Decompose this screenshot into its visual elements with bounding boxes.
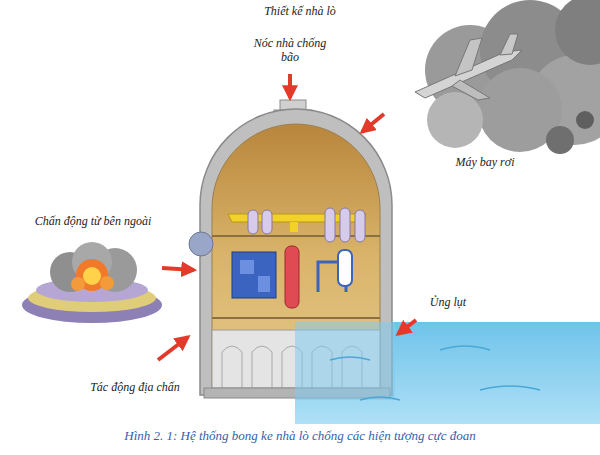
flood-water (295, 322, 600, 424)
water-ripples (330, 346, 540, 400)
hazard-label: Tác động địa chấn (60, 380, 210, 394)
hazard-label: Nóc nhà chống bão (245, 36, 335, 65)
plane-arrow (362, 114, 384, 132)
figure-caption: Hình 2. 1: Hệ thống bong ke nhà lò chống… (0, 428, 600, 444)
hazard-arrows (158, 74, 416, 360)
roof-arrow (288, 74, 292, 98)
plane-crash-picture (415, 0, 600, 154)
seismic-arrow (158, 337, 188, 360)
explosion-picture (22, 242, 162, 323)
hazard-label: Máy bay rơi (435, 155, 535, 169)
hazard-label: Chấn động từ bên ngoài (8, 214, 178, 228)
hazard-label: Ủng lụt (408, 295, 488, 309)
flood-arrow (398, 320, 416, 334)
shock-arrow (162, 268, 194, 270)
figure-title: Thiết kế nhà lò (180, 4, 420, 18)
flood-water-front (295, 322, 395, 400)
